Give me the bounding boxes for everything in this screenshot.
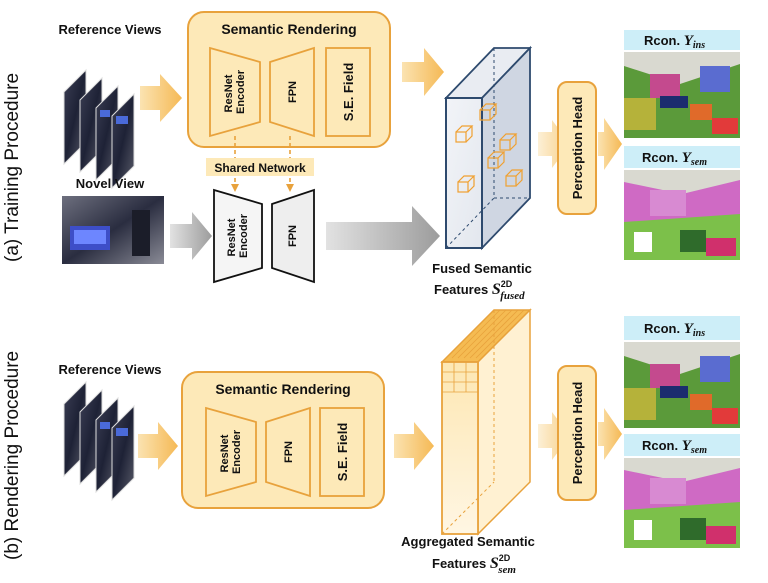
rendering-encoder-line2: Encoder — [231, 429, 243, 474]
training-encoder-label: ResNet Encoder — [223, 69, 247, 114]
rendering-perception-head-box — [557, 365, 597, 501]
rendering-head-to-outputs-arrow — [598, 408, 622, 460]
aggregated-sub: sem — [497, 564, 516, 576]
aggregated-sup: 2D — [499, 553, 511, 563]
fused-semantic-volume — [443, 45, 533, 251]
novel-encoder-line1: ResNet — [226, 218, 238, 256]
novel-encoder-label: ResNet Encoder — [226, 213, 250, 258]
shared-arrowhead-right — [286, 184, 294, 192]
rendering-encoder-block — [205, 406, 257, 498]
training-semantic-rendering-title: Semantic Rendering — [221, 21, 356, 37]
training-reference-views-label: Reference Views — [58, 22, 161, 37]
aggregated-semantic-volume — [440, 308, 532, 536]
training-side-label: (a) Training Procedure — [2, 73, 23, 262]
fused-sup: 2D — [501, 279, 513, 289]
training-encoder-line1: ResNet — [223, 74, 235, 112]
aggregated-symbol: S — [490, 555, 499, 572]
training-section: (a) Training Procedure Reference Views S… — [2, 11, 740, 302]
fused-caption-prefix: Features — [434, 282, 492, 297]
novel-to-fused-arrow — [326, 206, 440, 266]
novel-view-image — [62, 196, 164, 264]
rendering-sem-prefix: Rcon. — [642, 438, 682, 453]
rendering-ins-sub: ins — [693, 328, 705, 339]
training-semantic-map — [624, 170, 740, 260]
novel-fpn-block — [271, 188, 315, 284]
rendering-ins-symbol: Y — [684, 321, 695, 337]
render-to-fused-arrow — [402, 48, 444, 96]
rendering-encoder-label: ResNet Encoder — [219, 429, 243, 474]
rendering-ins-prefix: Rcon. — [644, 321, 684, 336]
training-encoder-block — [209, 46, 261, 138]
rendering-se-field-label: S.E. Field — [335, 423, 350, 482]
novel-encoder-block — [213, 188, 263, 284]
training-encoder-line2: Encoder — [235, 69, 247, 114]
rendering-input-arrow — [138, 422, 178, 470]
training-fpn-label: FPN — [287, 81, 299, 103]
aggregated-caption-prefix: Features — [432, 556, 490, 571]
training-ins-label: Rcon. Yins — [644, 33, 705, 51]
rendering-semantic-rendering-title: Semantic Rendering — [215, 381, 350, 397]
rendering-fpn-block — [265, 406, 311, 498]
rendering-section: (b) Rendering Procedure Reference Views … — [2, 308, 740, 576]
training-ins-prefix: Rcon. — [644, 33, 684, 48]
rendering-to-head-arrow — [538, 412, 570, 460]
training-se-field-label: S.E. Field — [341, 63, 356, 122]
rendering-fpn-label: FPN — [283, 441, 295, 463]
rendering-instance-map — [624, 342, 740, 428]
training-to-head-arrow — [538, 120, 570, 168]
fused-caption-line1: Fused Semantic — [432, 261, 532, 276]
rendering-sem-label: Rcon. Ysem — [642, 438, 707, 456]
rendering-reference-views-image — [63, 380, 135, 502]
training-sem-sub: sem — [690, 157, 707, 168]
fused-symbol: S — [492, 281, 501, 298]
training-head-to-outputs-arrow — [598, 118, 622, 170]
training-perception-head-box — [557, 81, 597, 215]
rendering-sem-label-bg — [624, 434, 740, 456]
shared-arrowhead-left — [231, 184, 239, 192]
training-se-field-block — [325, 47, 371, 137]
novel-view-arrow — [170, 212, 212, 260]
training-sem-symbol: Y — [682, 150, 693, 166]
novel-encoder-line2: Encoder — [238, 213, 250, 258]
fused-sub: fused — [500, 290, 525, 302]
training-ins-label-bg — [624, 30, 740, 50]
training-sem-prefix: Rcon. — [642, 150, 682, 165]
rendering-perception-head-label: Perception Head — [570, 382, 585, 485]
training-reference-views-image — [63, 68, 135, 190]
render-to-aggregated-arrow — [394, 422, 434, 470]
training-input-arrow — [140, 74, 182, 122]
training-fpn-block — [269, 46, 315, 138]
shared-network-label: Shared Network — [214, 161, 306, 175]
novel-view-label: Novel View — [76, 176, 145, 191]
rendering-semantic-map — [624, 458, 740, 548]
training-sem-label-bg — [624, 146, 740, 168]
rendering-ins-label: Rcon. Yins — [644, 321, 705, 339]
rendering-sem-symbol: Y — [682, 438, 693, 454]
shared-network-badge — [206, 158, 314, 176]
aggregated-caption-line1: Aggregated Semantic — [401, 534, 535, 549]
rendering-side-label: (b) Rendering Procedure — [2, 351, 23, 560]
rendering-sem-sub: sem — [690, 445, 707, 456]
training-instance-map — [624, 52, 740, 138]
training-ins-symbol: Y — [684, 33, 695, 49]
rendering-reference-views-label: Reference Views — [58, 362, 161, 377]
training-ins-sub: ins — [693, 40, 705, 51]
rendering-encoder-line1: ResNet — [219, 434, 231, 472]
rendering-ins-label-bg — [624, 316, 740, 340]
rendering-se-field-block — [319, 407, 365, 497]
novel-fpn-label: FPN — [287, 225, 299, 247]
training-perception-head-label: Perception Head — [570, 97, 585, 200]
training-sem-label: Rcon. Ysem — [642, 150, 707, 168]
